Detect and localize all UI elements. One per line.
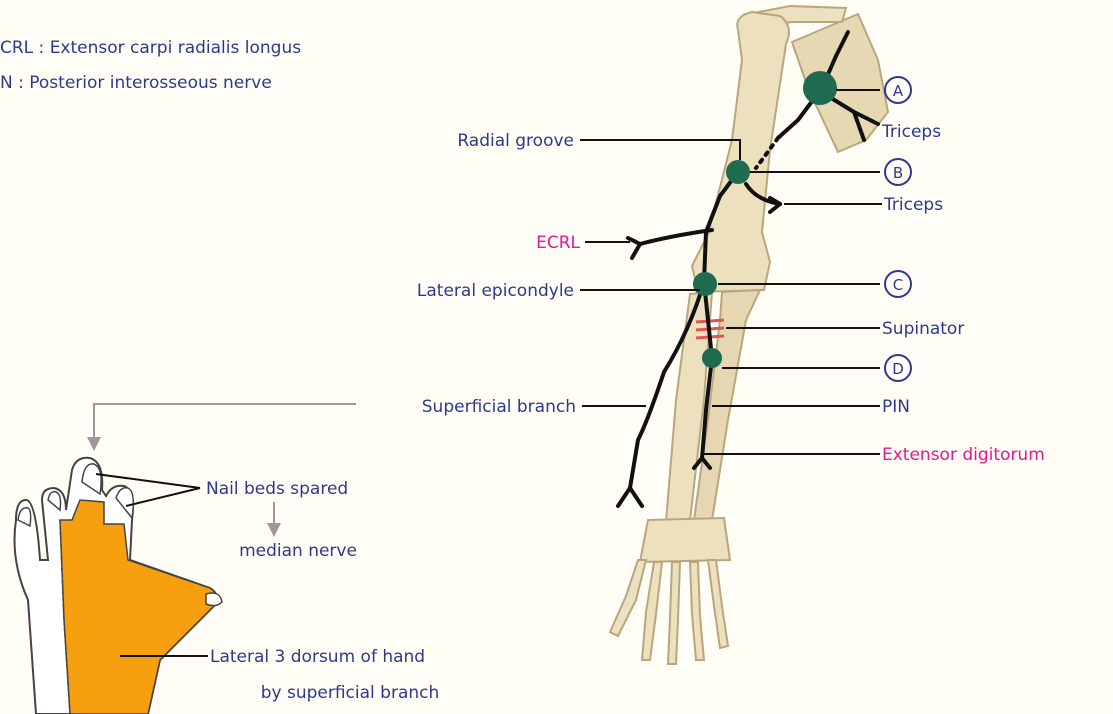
label-extensor-digitorum: Extensor digitorum	[882, 445, 1045, 465]
label-superficial-branch: Superficial branch	[422, 397, 576, 417]
label-lateral-epicondyle: Lateral epicondyle	[417, 281, 574, 301]
lesion-site-a	[803, 71, 837, 105]
carpals	[640, 518, 730, 562]
marker-d: D	[892, 360, 904, 378]
label-ecrl: ECRL	[536, 233, 580, 253]
thumb-nail	[206, 593, 222, 606]
lesion-site-c	[693, 272, 717, 296]
legend-pin: N : Posterior interosseous nerve	[0, 73, 272, 93]
label-median-nerve: median nerve	[239, 541, 357, 561]
label-lateral-3: Lateral 3 dorsum of hand	[210, 647, 425, 667]
label-by-superficial: by superficial branch	[261, 683, 440, 703]
lesion-site-d	[702, 348, 722, 368]
lesion-site-b	[726, 160, 750, 184]
marker-c: C	[893, 276, 903, 294]
superficial-branch-arrow	[94, 404, 356, 444]
label-triceps-1: Triceps	[881, 122, 941, 142]
marker-a: A	[893, 82, 904, 100]
hand-illustration	[15, 458, 223, 714]
label-triceps-2: Triceps	[883, 195, 943, 215]
label-nail-beds: Nail beds spared	[206, 479, 348, 499]
lateral-three-dorsum	[60, 500, 217, 714]
arm-bones	[610, 6, 888, 664]
finger-bones	[610, 560, 728, 664]
marker-b: B	[893, 164, 903, 182]
label-radial-groove: Radial groove	[457, 131, 574, 151]
legend-ecrl: CRL : Extensor carpi radialis longus	[0, 38, 301, 58]
label-pin: PIN	[882, 397, 910, 417]
label-supinator: Supinator	[882, 319, 964, 339]
